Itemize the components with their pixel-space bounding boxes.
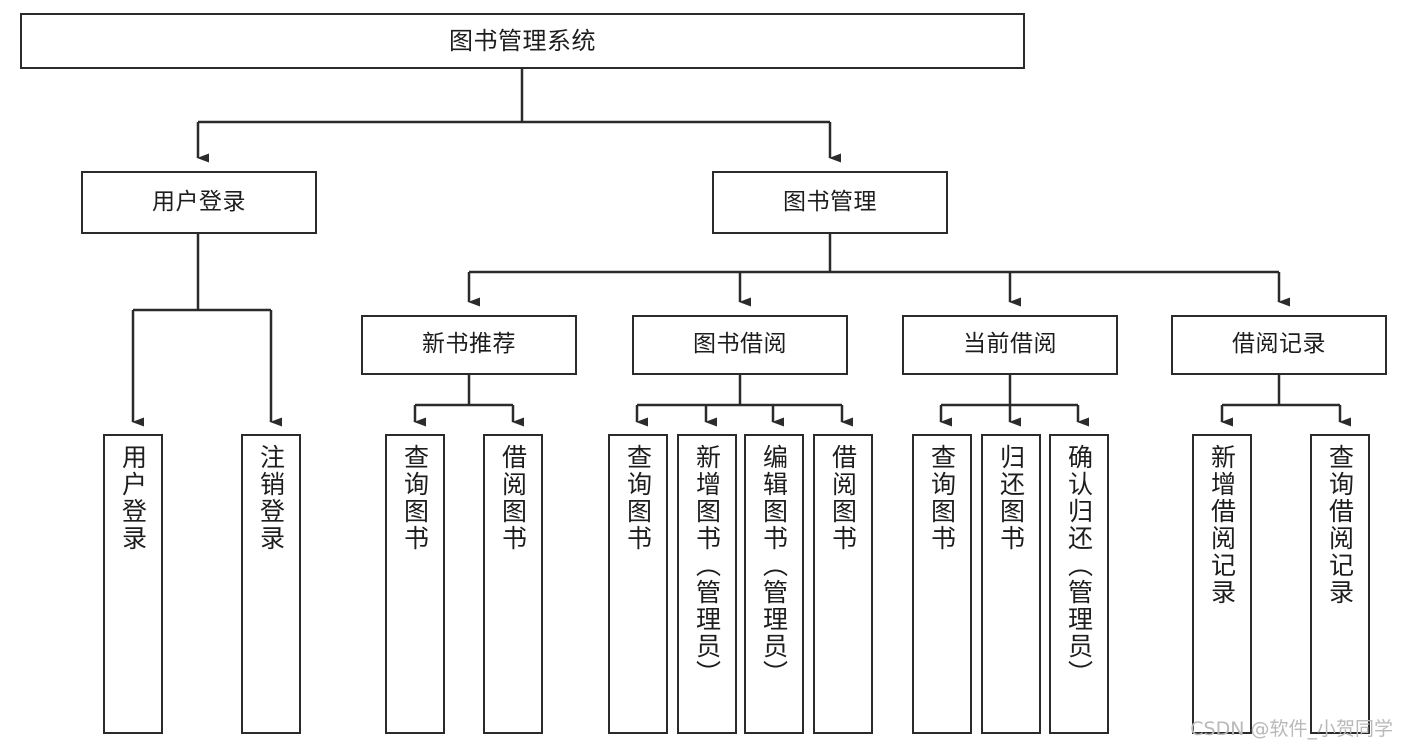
leaf-return-book[interactable]: 归还图书	[981, 434, 1041, 734]
leaf-edit-book-admin[interactable]: 编辑图书（管理员）	[744, 434, 804, 734]
node-current-borrow[interactable]: 当前借阅	[902, 315, 1118, 375]
node-label: 新书推荐	[422, 331, 516, 358]
node-label: 注销登录	[256, 444, 286, 552]
node-borrow-record[interactable]: 借阅记录	[1171, 315, 1387, 375]
node-label: 图书借阅	[693, 331, 787, 358]
node-book-borrow[interactable]: 图书借阅	[632, 315, 848, 375]
node-label: 当前借阅	[963, 331, 1057, 358]
node-label: 借阅图书	[828, 444, 858, 552]
node-label: 归还图书	[996, 444, 1026, 552]
leaf-add-book-admin[interactable]: 新增图书（管理员）	[677, 434, 737, 734]
leaf-logout[interactable]: 注销登录	[241, 434, 301, 734]
node-label: 图书管理	[783, 188, 877, 215]
node-root-system[interactable]: 图书管理系统	[20, 13, 1025, 69]
node-label: 查询图书	[927, 444, 957, 552]
node-book-management[interactable]: 图书管理	[712, 171, 948, 234]
node-label: 查询借阅记录	[1325, 444, 1355, 606]
leaf-add-borrow-record[interactable]: 新增借阅记录	[1192, 434, 1252, 734]
node-label: 用户登录	[152, 188, 246, 215]
node-label: 编辑图书（管理员）	[759, 444, 789, 687]
leaf-borrow-book-recommend[interactable]: 借阅图书	[483, 434, 543, 734]
node-label: 新增图书（管理员）	[692, 444, 722, 687]
csdn-watermark: CSDN @软件_小贺同学	[1190, 718, 1393, 740]
node-label: 查询图书	[623, 444, 653, 552]
leaf-query-book-recommend[interactable]: 查询图书	[385, 434, 445, 734]
leaf-user-login[interactable]: 用户登录	[103, 434, 163, 734]
node-label: 确认归还（管理员）	[1064, 444, 1094, 687]
leaf-query-borrow-record[interactable]: 查询借阅记录	[1310, 434, 1370, 734]
leaf-confirm-return-admin[interactable]: 确认归还（管理员）	[1049, 434, 1109, 734]
node-label: 新增借阅记录	[1207, 444, 1237, 606]
node-label: 用户登录	[118, 444, 148, 552]
leaf-query-book-borrow[interactable]: 查询图书	[608, 434, 668, 734]
node-label: 借阅图书	[498, 444, 528, 552]
leaf-borrow-book[interactable]: 借阅图书	[813, 434, 873, 734]
node-user-login[interactable]: 用户登录	[81, 171, 317, 234]
leaf-query-book-current[interactable]: 查询图书	[912, 434, 972, 734]
node-label: 查询图书	[400, 444, 430, 552]
node-new-book-recommend[interactable]: 新书推荐	[361, 315, 577, 375]
node-label: 借阅记录	[1232, 331, 1326, 358]
node-label: 图书管理系统	[449, 26, 596, 55]
